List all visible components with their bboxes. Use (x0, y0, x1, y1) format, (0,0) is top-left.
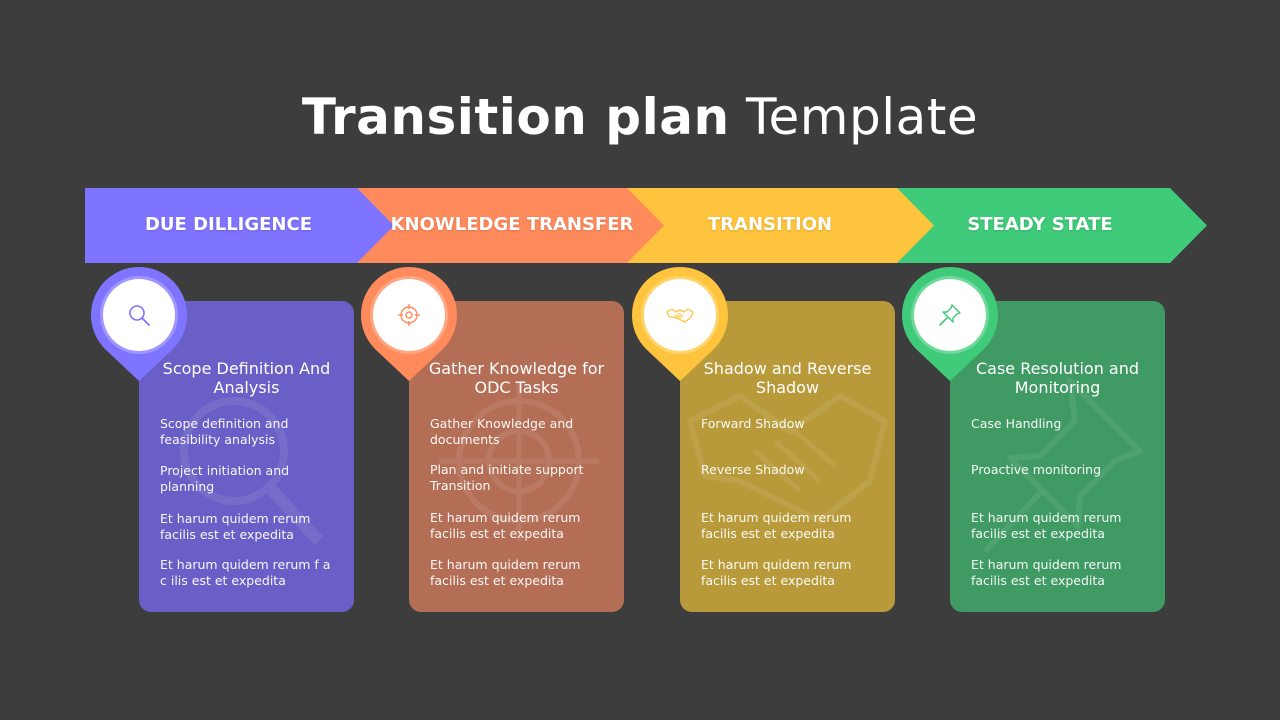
card-item: Et harum quidem rerum facilis est et exp… (160, 511, 311, 542)
pin-marker-steady-state (902, 267, 998, 383)
stage-label-due-dilligence: DUE DILLIGENCE (144, 214, 313, 235)
title-light: Template (745, 88, 979, 146)
card-item: Et harum quidem rerum facilis est et exp… (701, 510, 852, 541)
handshake-icon (666, 308, 694, 323)
pushpin-icon (939, 304, 961, 326)
card-item: Project initiation and planning (160, 463, 290, 494)
card-item: Et harum quidem rerum facilis est et exp… (701, 557, 852, 588)
pushpin-watermark (982, 378, 1143, 554)
card-item: Et harum quidem rerum facilis est et exp… (430, 557, 581, 588)
stage-card-steady-state: Case Resolution and Monitoring Case Hand… (950, 301, 1165, 612)
card-item: Et harum quidem rerum facilis est et exp… (430, 510, 581, 541)
pin-marker-knowledge-transfer (361, 267, 457, 383)
card-item: Forward Shadow (701, 416, 805, 431)
card-title: Case Resolution and Monitoring (975, 359, 1140, 397)
title-bold: Transition plan (301, 88, 730, 146)
pin-marker-transition (632, 267, 728, 383)
stage-arrow-transition (625, 188, 934, 263)
stage-arrow-due (85, 188, 394, 263)
stage-card-due-dilligence: Scope Definition And Analysis Scope defi… (139, 301, 354, 612)
card-item: Scope definition and feasibility analysi… (160, 416, 289, 447)
card-title: Gather Knowledge for ODC Tasks (428, 359, 605, 397)
page-title: Transition plan Template (0, 88, 1280, 146)
stage-label-knowledge-transfer: KNOWLEDGE TRANSFER (390, 214, 634, 235)
card-item: Et harum quidem rerum f a c ilis est et … (160, 557, 331, 588)
target-watermark (439, 381, 599, 541)
stage-arrow-knowledge (355, 188, 664, 263)
card-title: Shadow and Reverse Shadow (703, 359, 872, 397)
stage-card-knowledge-transfer: Gather Knowledge for ODC Tasks Gather Kn… (409, 301, 624, 612)
stage-label-steady-state: STEADY STATE (967, 214, 1113, 235)
card-item: Et harum quidem rerum facilis est et exp… (971, 510, 1122, 541)
card-title: Scope Definition And Analysis (162, 359, 331, 397)
card-item: Case Handling (971, 416, 1062, 431)
stage-arrow-steady (895, 188, 1207, 263)
stage-card-transition: Shadow and Reverse Shadow Forward Shadow… (680, 301, 895, 612)
stage-label-transition: TRANSITION (707, 214, 833, 235)
card-item: Gather Knowledge and documents (430, 416, 574, 447)
target-icon (398, 304, 420, 326)
handshake-watermark (687, 393, 888, 524)
card-item: Et harum quidem rerum facilis est et exp… (971, 557, 1122, 588)
card-item: Plan and initiate support Transition (430, 462, 584, 493)
magnifier-icon (129, 305, 150, 326)
card-item: Reverse Shadow (701, 462, 805, 477)
pin-marker-due-dilligence (91, 267, 187, 383)
magnifier-watermark (180, 397, 324, 546)
card-item: Proactive monitoring (971, 462, 1102, 477)
